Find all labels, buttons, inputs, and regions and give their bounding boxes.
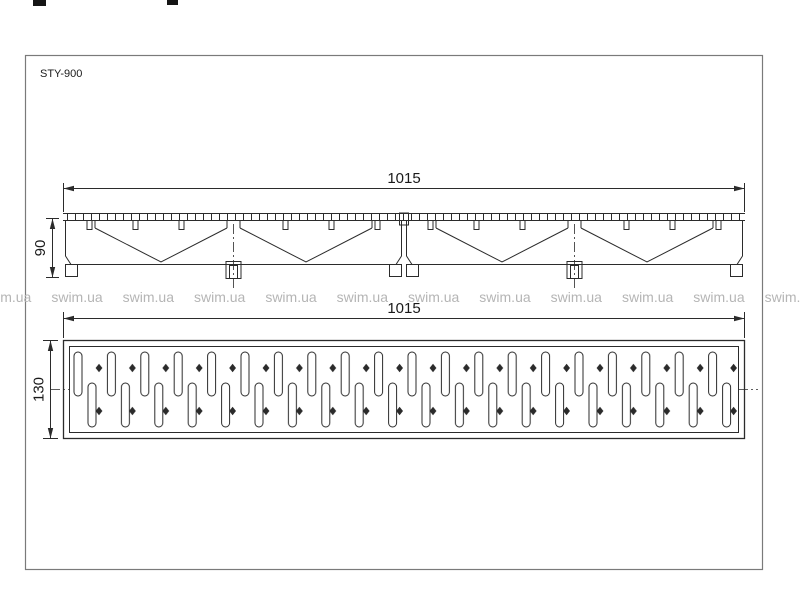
arrowhead-left xyxy=(63,185,74,192)
dim-label-side-width: 1015 xyxy=(387,170,420,187)
arrowhead-right xyxy=(734,315,745,322)
dim-label-side-height: 90 xyxy=(32,240,49,257)
arrowhead-up xyxy=(47,340,54,351)
dim-plan-height: 130 xyxy=(31,340,58,439)
channel-joint xyxy=(399,212,409,226)
grate-slot-pattern xyxy=(70,347,738,432)
scan-artifact xyxy=(167,0,178,5)
channel-half-left xyxy=(65,219,402,291)
dim-plan-width: 1015 xyxy=(63,300,745,338)
channel-half-right xyxy=(406,219,743,291)
dim-side-height: 90 xyxy=(32,218,59,278)
drawing-frame xyxy=(24,54,764,571)
arrowhead-down xyxy=(49,267,56,278)
dim-label-plan-width: 1015 xyxy=(387,300,420,317)
product-code: STY-900 xyxy=(40,68,82,80)
arrowhead-up xyxy=(49,218,56,229)
dim-label-plan-height: 130 xyxy=(31,377,48,402)
side-view xyxy=(63,212,745,291)
scan-artifact xyxy=(33,0,46,6)
arrowhead-left xyxy=(63,315,74,322)
dim-side-width: 1015 xyxy=(63,170,745,212)
arrowhead-down xyxy=(47,428,54,439)
grate-edge-ticks xyxy=(63,213,745,221)
arrowhead-right xyxy=(734,185,745,192)
plan-view xyxy=(50,339,758,440)
